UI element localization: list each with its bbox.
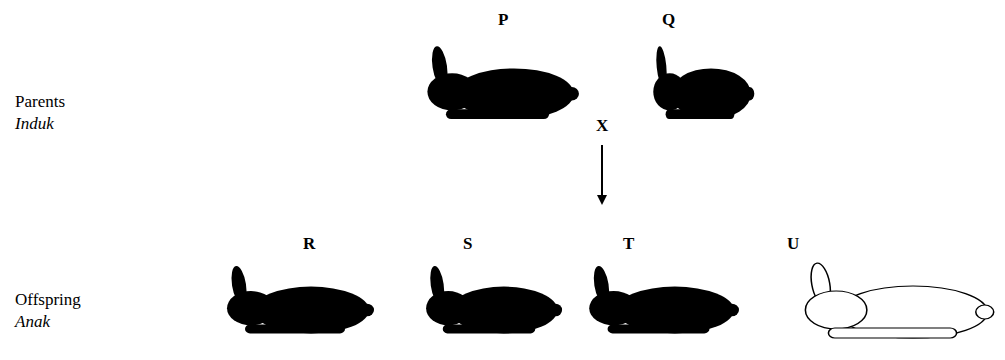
cross-arrow xyxy=(601,145,603,203)
row-label-translation: Anak xyxy=(15,312,50,332)
rabbit-letter: R xyxy=(303,234,315,254)
row-label-translation: Induk xyxy=(15,114,54,134)
cross-symbol: X xyxy=(596,116,608,136)
parent-rabbit xyxy=(653,45,754,119)
offspring-rabbit xyxy=(589,265,739,333)
offspring-rabbit xyxy=(426,265,562,333)
row-label: Parents xyxy=(15,92,65,112)
rabbit-letter: S xyxy=(463,234,472,254)
white-offspring-rabbit xyxy=(805,262,993,338)
parent-rabbit xyxy=(427,45,579,119)
rabbit-letter: T xyxy=(623,234,634,254)
row-label: Offspring xyxy=(15,290,81,310)
offspring-rabbit xyxy=(227,265,374,333)
rabbit-letter: Q xyxy=(662,10,675,30)
rabbit-letter: U xyxy=(787,234,799,254)
rabbit-letter: P xyxy=(498,10,508,30)
